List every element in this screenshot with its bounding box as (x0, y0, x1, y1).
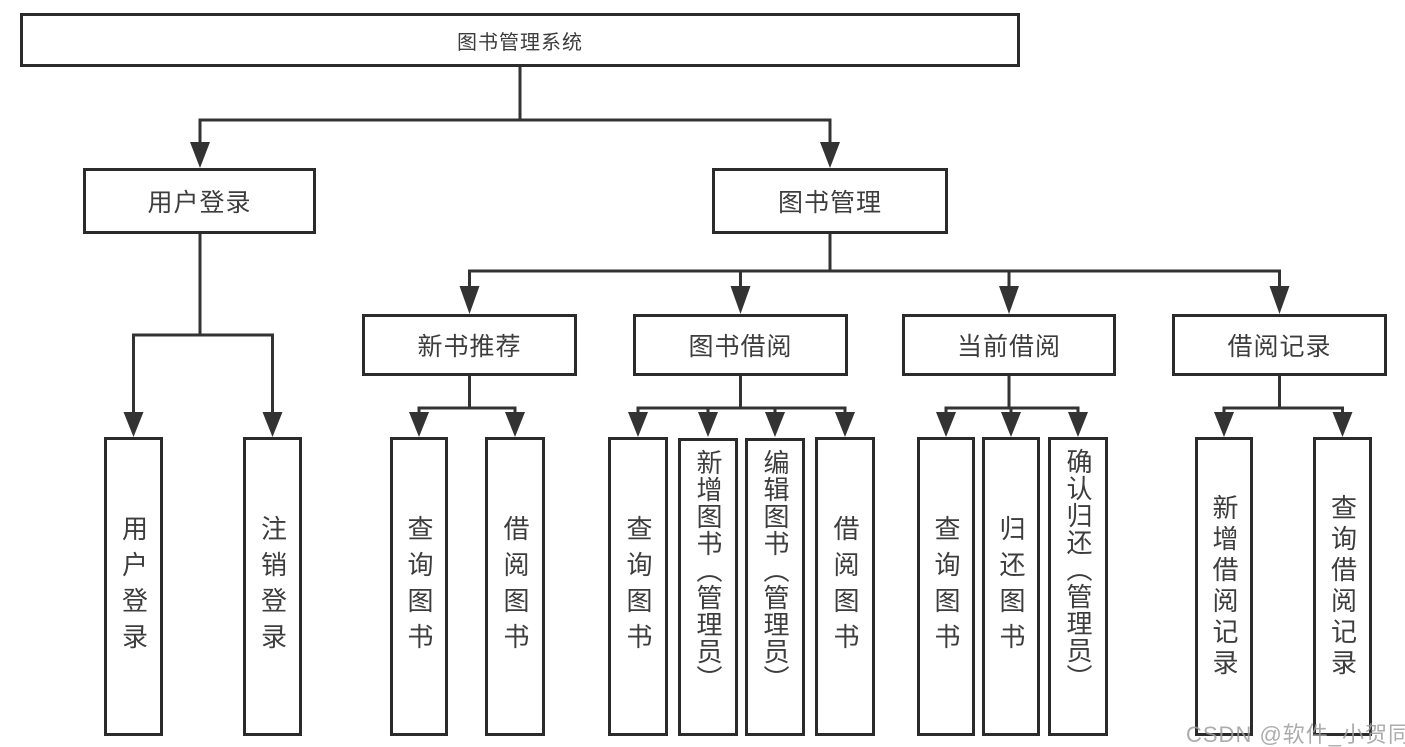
node-current-borrow: 当前借阅 (902, 314, 1116, 376)
node-borrow-records: 借阅记录 (1172, 314, 1387, 376)
node-label: 图书管理系统 (457, 31, 583, 54)
arrowheads (123, 142, 1353, 437)
node-user-login: 用户登录 (83, 168, 316, 234)
arrow-icon (936, 412, 956, 437)
node-label: 当前借阅 (956, 333, 1061, 361)
node-label: 查询图书 (931, 514, 961, 659)
node-label: 确认归还（管理员） (1063, 448, 1093, 691)
node-label: 归还图书 (996, 514, 1026, 659)
arrow-icon (698, 412, 718, 437)
node-label: 查询借阅记录 (1327, 493, 1358, 680)
arrow-icon (1068, 412, 1088, 437)
leaf-nb-query-books: 查询图书 (390, 437, 448, 736)
arrow-icon (730, 286, 751, 314)
leaf-cb-confirm-return-admin: 确认归还（管理员） (1048, 437, 1108, 736)
arrow-icon (1269, 286, 1290, 314)
leaf-bb-query-books: 查询图书 (608, 437, 668, 736)
node-label: 查询图书 (404, 514, 434, 659)
connector-borrow-records (1222, 374, 1344, 416)
connector-book-management (468, 232, 1281, 292)
node-label: 图书借阅 (688, 333, 793, 361)
leaf-bb-edit-books-admin: 编辑图书（管理员） (745, 438, 805, 736)
leaf-br-query-record: 查询借阅记录 (1313, 437, 1372, 736)
arrow-icon (459, 286, 480, 314)
node-label: 用户登录 (147, 189, 252, 217)
arrow-icon (835, 412, 855, 437)
arrow-icon (1214, 412, 1234, 437)
node-label: 用户登录 (118, 514, 149, 659)
node-new-book-recommend: 新书推荐 (362, 314, 577, 376)
arrow-icon (820, 142, 840, 168)
leaf-user-login: 用户登录 (104, 437, 163, 736)
leaf-cb-return-books: 归还图书 (982, 437, 1040, 736)
leaf-logout-login: 注销登录 (243, 437, 302, 736)
leaf-bb-borrow-books: 借阅图书 (815, 437, 875, 736)
connector-current-borrow (944, 374, 1080, 416)
arrow-icon (628, 412, 648, 437)
arrow-icon (505, 412, 525, 437)
arrow-icon (190, 142, 210, 168)
arrow-icon (765, 412, 785, 437)
node-label: 注销登录 (257, 514, 288, 659)
node-label: 借阅图书 (830, 514, 860, 659)
node-root-system: 图书管理系统 (20, 13, 1020, 67)
connector-book-borrow (636, 374, 847, 416)
arrow-icon (123, 412, 144, 437)
leaf-nb-borrow-books: 借阅图书 (485, 437, 545, 736)
arrow-icon (262, 412, 283, 437)
node-book-borrow: 图书借阅 (633, 314, 848, 376)
node-label: 查询图书 (623, 514, 653, 659)
node-book-management: 图书管理 (712, 168, 948, 234)
arrow-icon (1332, 412, 1353, 437)
arrow-icon (409, 412, 429, 437)
connector-root (198, 65, 832, 148)
node-label: 新增图书（管理员） (693, 449, 723, 692)
node-label: 图书管理 (777, 189, 882, 217)
leaf-br-add-record: 新增借阅记录 (1195, 437, 1253, 736)
connector-user-login (132, 232, 274, 417)
connector-new-book (417, 374, 517, 416)
node-label: 借阅记录 (1227, 333, 1332, 361)
node-label: 编辑图书（管理员） (760, 449, 790, 692)
arrow-icon (999, 286, 1019, 314)
node-label: 新增借阅记录 (1209, 493, 1239, 680)
arrow-icon (1001, 412, 1021, 437)
leaf-cb-query-books: 查询图书 (917, 437, 975, 736)
node-label: 借阅图书 (500, 514, 530, 659)
csdn-watermark: CSDN @软件_小贺同学 (1186, 722, 1405, 747)
node-label: 新书推荐 (417, 333, 522, 361)
leaf-bb-add-books-admin: 新增图书（管理员） (678, 438, 738, 736)
